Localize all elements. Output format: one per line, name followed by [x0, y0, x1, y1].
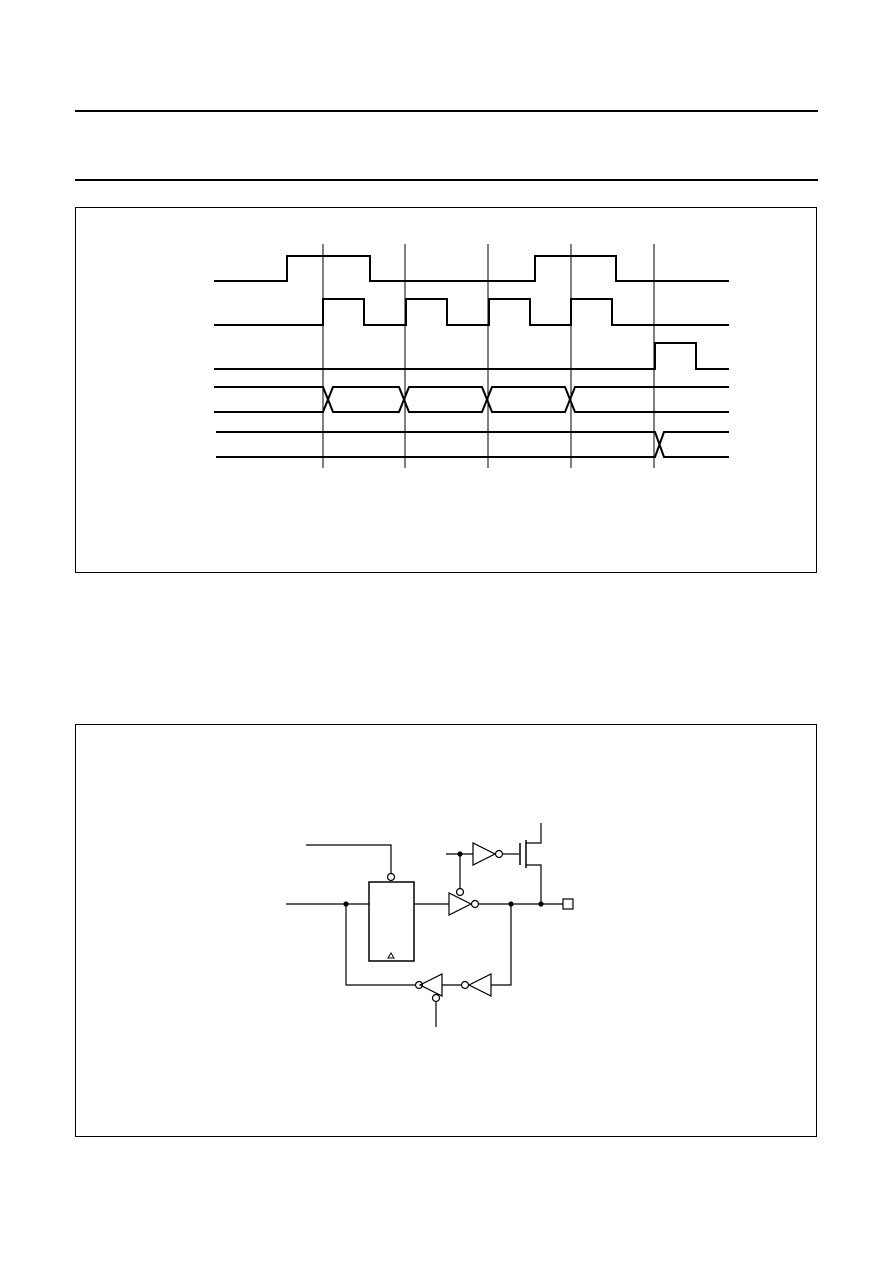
clock-triangle-icon	[387, 952, 395, 959]
timing-signal-3	[214, 342, 729, 370]
input-enable-bubble	[431, 993, 441, 1003]
timing-bus-1	[214, 386, 729, 413]
input-buffer	[467, 973, 492, 997]
enable-bubble	[386, 872, 396, 882]
header-rule-bottom	[75, 179, 818, 181]
timing-signal-1	[214, 255, 729, 282]
output-tristate-buffer	[448, 892, 473, 916]
inverter	[472, 842, 497, 866]
return-wire	[491, 904, 512, 986]
timing-diagram-frame	[75, 207, 817, 573]
timing-signal-2	[214, 298, 729, 326]
inverter-bubble	[494, 849, 504, 859]
junction-node	[538, 901, 544, 907]
pmos-transistor	[519, 823, 542, 904]
header-rule-top	[75, 110, 818, 112]
pin-pad	[562, 898, 574, 910]
junction-node	[457, 851, 463, 857]
timing-diagram	[214, 244, 729, 468]
timing-reference-lines	[322, 244, 655, 468]
input-tristate-bubble	[414, 980, 424, 990]
output-enable-bubble	[455, 887, 465, 897]
output-buffer-bubble	[470, 899, 480, 909]
enable-wire	[306, 844, 392, 873]
circuit-diagram-frame	[75, 724, 817, 1137]
timing-bus-2	[216, 431, 729, 458]
register-block	[368, 881, 415, 962]
input-tristate-buffer	[418, 973, 443, 997]
input-feedback-wire	[345, 904, 416, 986]
circuit-diagram	[286, 823, 574, 1027]
input-buffer-bubble	[460, 980, 470, 990]
